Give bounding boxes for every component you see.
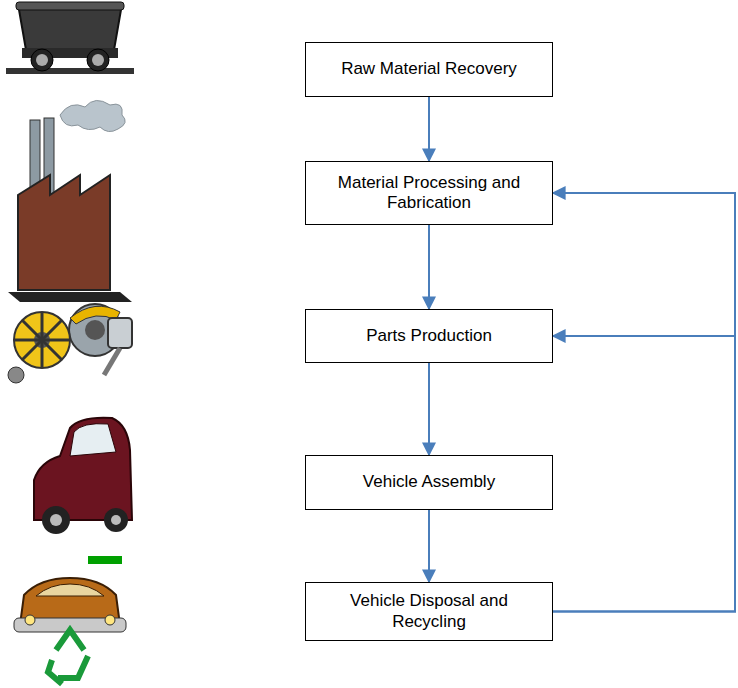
recycling-car-icon <box>14 578 126 684</box>
process-box: Parts Production <box>305 309 553 363</box>
flow-arrow <box>553 193 735 612</box>
process-box: Vehicle Assembly <box>305 455 553 510</box>
process-box: Vehicle Disposal and Recycling <box>305 582 553 641</box>
flow-arrow <box>428 97 430 161</box>
car-icon <box>34 418 132 534</box>
factory-icon <box>8 100 132 302</box>
box-label: Raw Material Recovery <box>341 59 517 79</box>
flow-arrow <box>428 225 430 309</box>
box-label: Material Processing and Fabrication <box>330 173 528 214</box>
process-box: Raw Material Recovery <box>305 42 553 97</box>
box-label: Parts Production <box>366 326 492 346</box>
mine-cart-icon <box>6 2 134 74</box>
flow-arrow <box>553 336 735 612</box>
green-bar <box>88 556 122 564</box>
process-box: Material Processing and Fabrication <box>305 161 553 225</box>
flow-arrow <box>428 510 430 582</box>
flow-arrow <box>428 363 430 455</box>
box-label: Vehicle Assembly <box>363 472 495 492</box>
car-parts-icon <box>8 304 132 383</box>
box-label: Vehicle Disposal and Recycling <box>330 591 528 632</box>
